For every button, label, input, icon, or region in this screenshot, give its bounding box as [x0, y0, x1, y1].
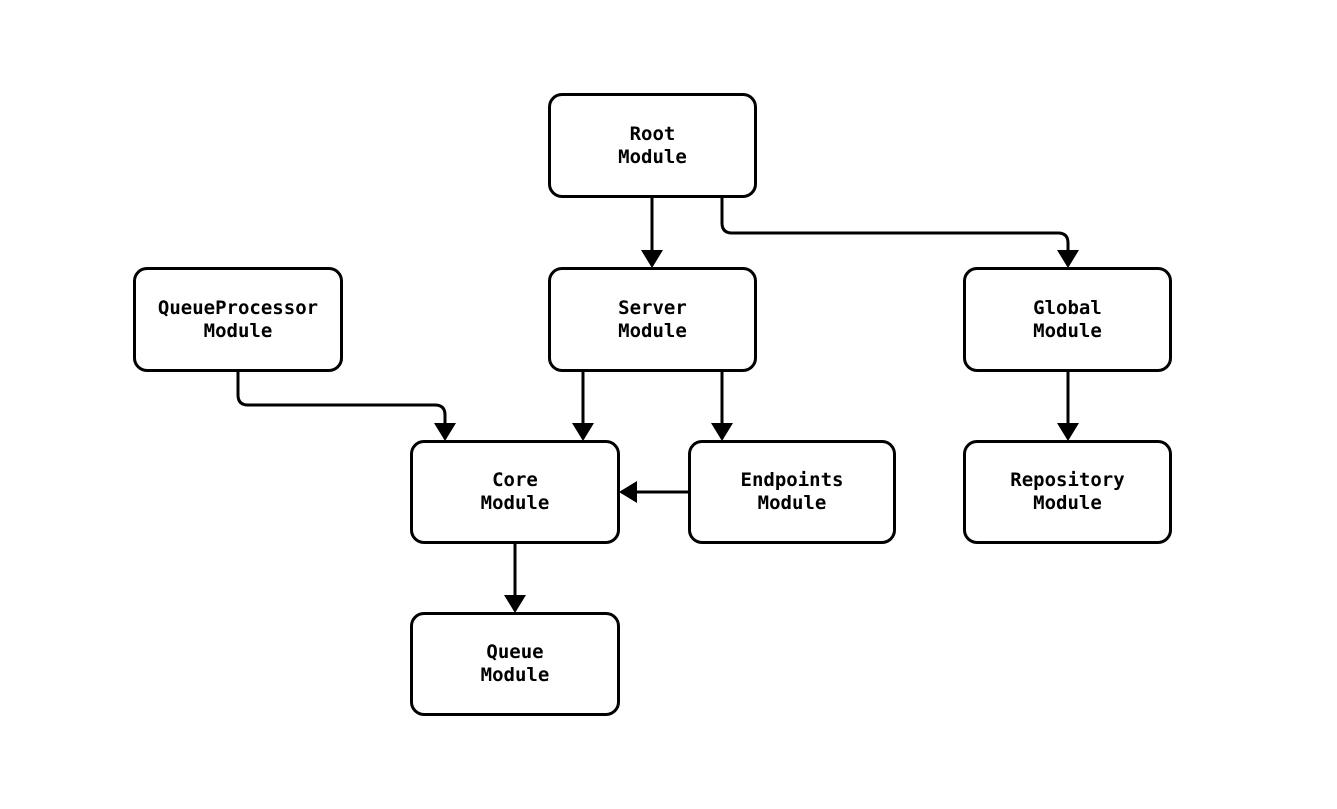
edge-queueprocessor-core — [236, 371, 456, 441]
node-label-line1: QueueProcessor — [157, 296, 319, 319]
edge-group — [236, 198, 1079, 613]
node-label-line1: Queue — [486, 641, 544, 663]
node-label-line1: Global — [1033, 296, 1102, 319]
edge-root-global — [720, 198, 1079, 268]
node-label-line1: Root — [629, 122, 676, 145]
node-label-line2: Module — [757, 492, 827, 514]
node-label-line2: Module — [618, 145, 687, 168]
node-label-line2: Module — [1033, 492, 1102, 514]
node-label-line2: Module — [480, 664, 550, 686]
node-label-line2: Module — [203, 319, 273, 342]
node-label-line2: Module — [480, 492, 550, 514]
node-label-line2: Module — [1033, 319, 1102, 342]
node-label-line2: Module — [618, 319, 687, 342]
node-label-line1: Endpoints — [740, 469, 844, 491]
node-label-line1: Repository — [1010, 469, 1125, 491]
node-label-line1: Core — [492, 469, 538, 491]
node-label-line1: Server — [618, 296, 687, 319]
